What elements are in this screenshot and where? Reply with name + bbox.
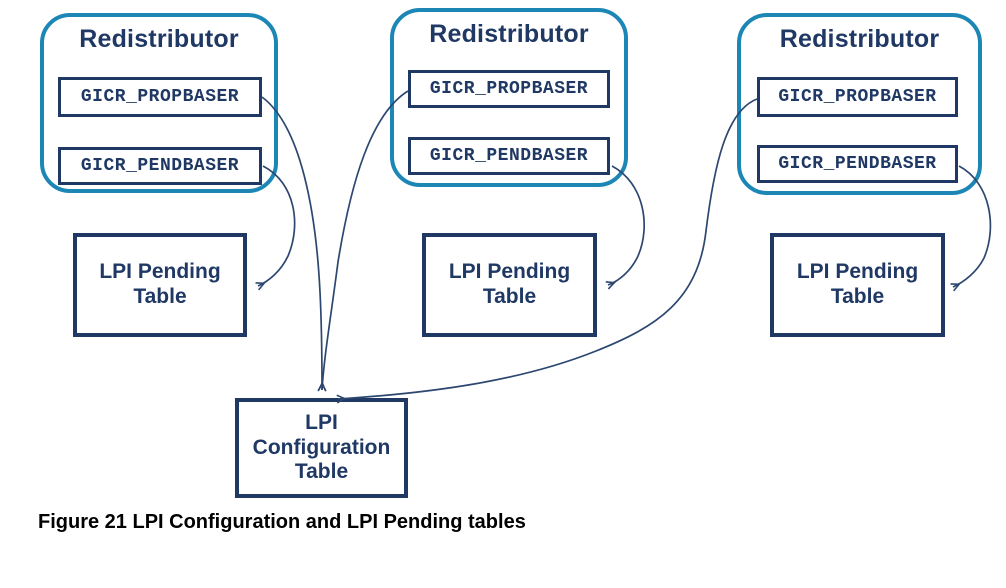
table-label-line: LPI Pending [448,260,571,284]
register-box-gicr-pendbaser-3: GICR_PENDBASER [757,145,958,183]
register-label: GICR_PROPBASER [778,87,937,107]
register-label: GICR_PENDBASER [429,146,589,166]
register-box-gicr-propbaser-2: GICR_PROPBASER [408,70,610,108]
lpi-pending-table-2: LPI Pending Table [422,233,597,337]
lpi-pending-table-1: LPI Pending Table [73,233,247,337]
figure-caption: Figure 21 LPI Configuration and LPI Pend… [38,511,526,533]
register-box-gicr-pendbaser-2: GICR_PENDBASER [408,137,610,175]
lpi-pending-table-3: LPI Pending Table [770,233,945,337]
table-label-line: Configuration [252,435,391,459]
arrow-pendbaser2-to-pending2 [605,165,645,290]
table-label-line: Table [294,460,349,484]
redistributor-title: Redistributor [79,25,239,53]
register-box-gicr-propbaser-1: GICR_PROPBASER [58,77,262,117]
table-label-line: LPI Pending [796,260,919,284]
redistributor-title: Redistributor [429,20,589,48]
register-label: GICR_PROPBASER [80,87,240,107]
register-box-gicr-pendbaser-1: GICR_PENDBASER [58,147,262,185]
table-label-line: Table [830,285,885,308]
table-label-line: Table [482,285,537,308]
table-label-line: LPI [305,410,338,434]
register-label: GICR_PENDBASER [80,156,240,176]
register-box-gicr-propbaser-3: GICR_PROPBASER [757,77,958,117]
redistributor-title: Redistributor [779,25,940,53]
lpi-configuration-table: LPI Configuration Table [235,398,408,498]
register-label: GICR_PROPBASER [429,79,589,99]
register-label: GICR_PENDBASER [778,154,937,174]
table-label-line: LPI Pending [99,260,221,284]
table-label-line: Table [133,285,187,308]
